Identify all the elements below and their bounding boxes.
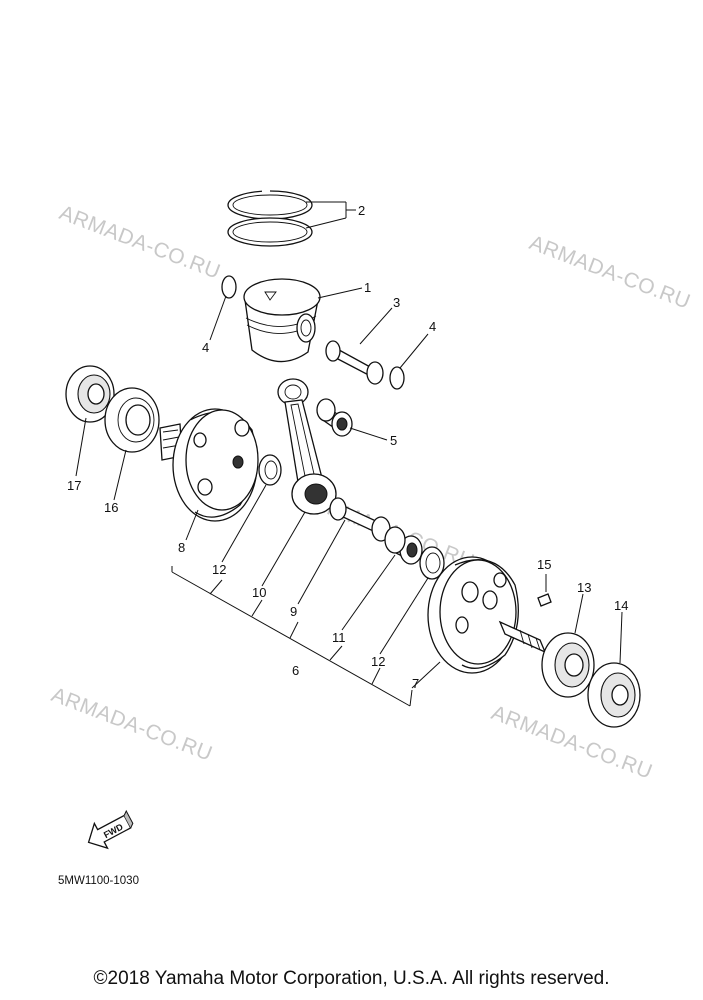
- callout-4-left: 4: [202, 340, 209, 355]
- right-oil-seal: [587, 662, 641, 728]
- watermark-top-left: ARMADA-CO.RU: [56, 201, 223, 284]
- piston-pin: [325, 340, 384, 385]
- callout-14: 14: [614, 598, 628, 613]
- callout-9: 9: [290, 604, 297, 619]
- callout-16: 16: [104, 500, 118, 515]
- right-crank-wheel: [427, 556, 547, 674]
- callout-3: 3: [393, 295, 400, 310]
- crank-pin: [329, 497, 391, 542]
- callout-10: 10: [252, 585, 266, 600]
- watermark-bottom-left: ARMADA-CO.RU: [48, 683, 215, 766]
- left-crank-wheel: [159, 408, 259, 522]
- callout-1: 1: [364, 280, 371, 295]
- thrust-washer-right: [419, 546, 445, 580]
- right-bearing: [541, 632, 595, 698]
- callout-15: 15: [537, 557, 551, 572]
- diagram-code: 5MW1100-1030: [58, 875, 139, 887]
- callout-5: 5: [390, 433, 397, 448]
- piston-rings: [227, 189, 313, 247]
- callout-8: 8: [178, 540, 185, 555]
- callout-2: 2: [358, 203, 365, 218]
- small-end-bearing: [316, 398, 353, 437]
- copyright-notice: ©2018 Yamaha Motor Corporation, U.S.A. A…: [93, 968, 610, 989]
- forward-direction-arrow: FWD: [87, 809, 134, 850]
- thrust-washer-left: [258, 454, 282, 486]
- callout-numbers: 1 2 3 4 4 5 6 7 8 9 10 11 12 12 13 14 15…: [67, 203, 628, 691]
- callout-4-right: 4: [429, 319, 436, 334]
- watermark-top-right: ARMADA-CO.RU: [526, 231, 693, 314]
- callout-11: 11: [332, 630, 346, 645]
- callout-7: 7: [412, 676, 419, 691]
- left-bearing: [65, 365, 115, 423]
- callout-12-left: 12: [212, 562, 226, 577]
- connecting-rod: [277, 378, 337, 515]
- circlips: [221, 275, 405, 390]
- leader-lines: [75, 201, 623, 707]
- callout-13: 13: [577, 580, 591, 595]
- woodruff-key: [537, 593, 552, 607]
- left-oil-seal: [104, 387, 160, 453]
- callout-12-right: 12: [371, 654, 385, 669]
- piston: [243, 278, 321, 363]
- callout-17: 17: [67, 478, 81, 493]
- callout-6: 6: [292, 663, 299, 678]
- big-end-bearing: [384, 526, 423, 565]
